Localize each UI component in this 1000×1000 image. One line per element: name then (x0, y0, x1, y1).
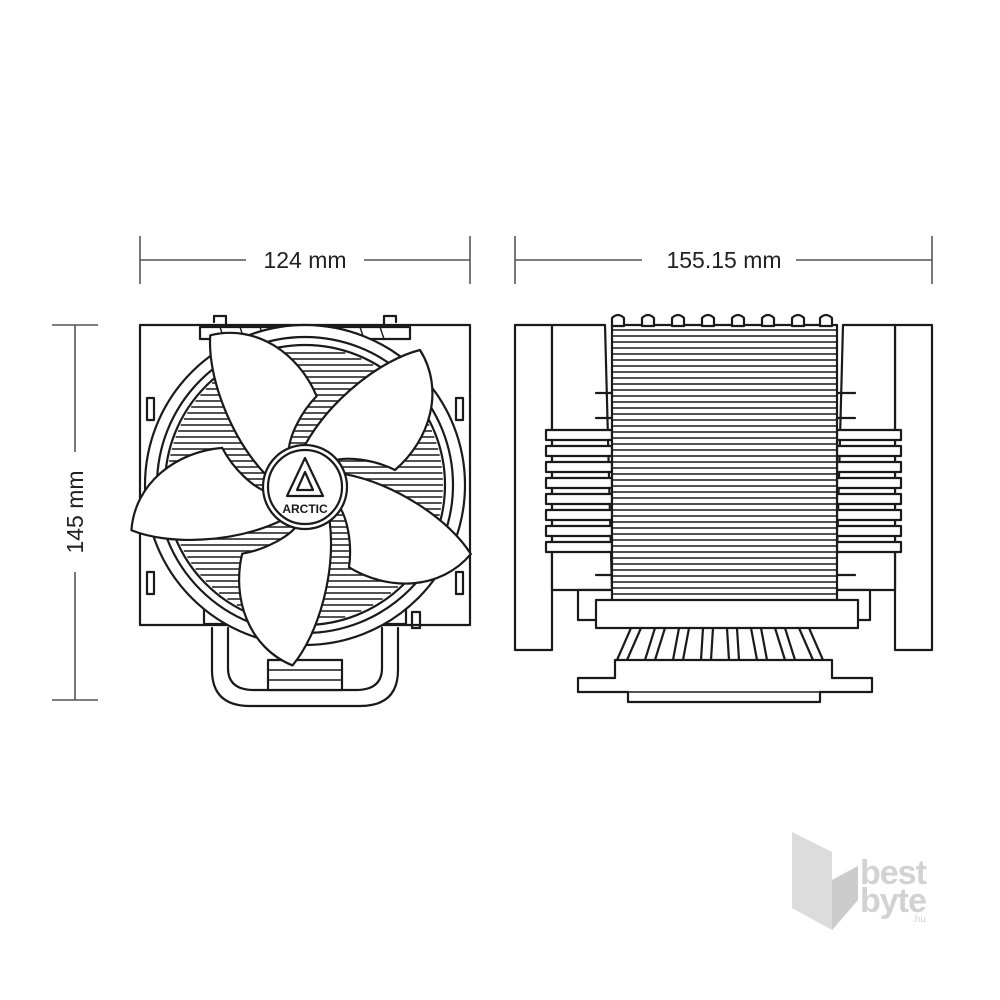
mounting-bracket (576, 658, 874, 704)
bestbyte-logo: best byte .hu (792, 832, 928, 930)
side-fin-stack (610, 323, 839, 605)
dimension-label-width-front: 124 mm (263, 247, 346, 273)
watermark-line2: byte (860, 882, 926, 920)
front-view: ARCTIC (130, 314, 472, 708)
front-cpu-base (266, 658, 344, 692)
heatpipe-cap (730, 313, 746, 328)
fan-hub-brand: ARCTIC (282, 502, 328, 516)
heatpipe-cap (670, 313, 686, 328)
arctic-logo-icon (285, 456, 325, 498)
dimension-width-side: 155.15 mm (514, 236, 933, 284)
heatpipe-cap (640, 313, 656, 328)
dimension-label-height: 145 mm (62, 470, 88, 553)
dimension-label-width-side: 155.15 mm (666, 247, 781, 273)
fan-blades (130, 331, 472, 667)
watermark-suffix: .hu (912, 914, 926, 925)
heatpipe-cap (818, 313, 834, 328)
heatpipe-cap (760, 313, 776, 328)
fan-hub (261, 443, 349, 531)
heatpipe-cap (790, 313, 806, 328)
dimension-width-front: 124 mm (139, 236, 471, 284)
side-view (513, 313, 934, 704)
dimension-height: 145 mm (52, 324, 98, 701)
heatpipe-cap (610, 313, 626, 328)
heatpipe-cap (700, 313, 716, 328)
watermark-line1: best (860, 854, 927, 892)
front-heatpipe-loop (210, 626, 400, 708)
heatpipe-caps (610, 313, 834, 328)
